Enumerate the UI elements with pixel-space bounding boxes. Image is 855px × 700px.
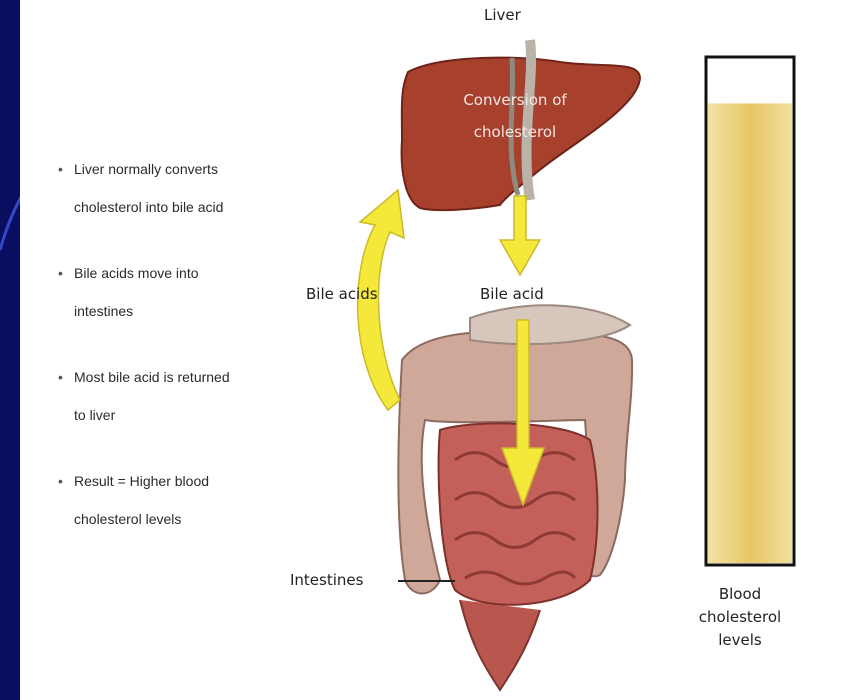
tube-caption: Blood cholesterol levels [680,583,800,652]
bullet-marker: • [58,150,63,188]
bullet-item: • Most bile acid is returned to liver [52,358,312,434]
liver-label: Liver [484,6,521,24]
bullet-line: Liver normally converts [74,150,312,188]
intestines-label: Intestines [290,571,363,589]
bullet-item: • Bile acids move into intestines [52,254,312,330]
bullet-marker: • [58,358,63,396]
blood-cholesterol-tube [706,57,794,565]
bullet-line: to liver [74,396,312,434]
tube-fill-level [708,103,792,563]
bullet-line: Result = Higher blood [74,462,312,500]
bullet-line: cholesterol into bile acid [74,188,312,226]
bullet-item: • Result = Higher blood cholesterol leve… [52,462,312,538]
bile-acid-label: Bile acid [480,285,544,303]
liver-inner-line1: Conversion of [440,84,590,116]
bile-acids-label: Bile acids [306,285,378,303]
bullet-line: cholesterol levels [74,500,312,538]
bullet-line: Bile acids move into [74,254,312,292]
bullet-line: intestines [74,292,312,330]
liver-to-intestine-arrow [500,196,540,275]
tube-caption-line1: Blood [680,583,800,606]
bullet-line: Most bile acid is returned [74,358,312,396]
liver-inner-text: Conversion of cholesterol [440,84,590,148]
bullet-list: • Liver normally converts cholesterol in… [52,150,312,566]
bullet-marker: • [58,254,63,292]
liver-inner-line2: cholesterol [440,116,590,148]
tube-caption-line2: cholesterol [680,606,800,629]
tube-caption-line3: levels [680,629,800,652]
bullet-marker: • [58,462,63,500]
bullet-item: • Liver normally converts cholesterol in… [52,150,312,226]
